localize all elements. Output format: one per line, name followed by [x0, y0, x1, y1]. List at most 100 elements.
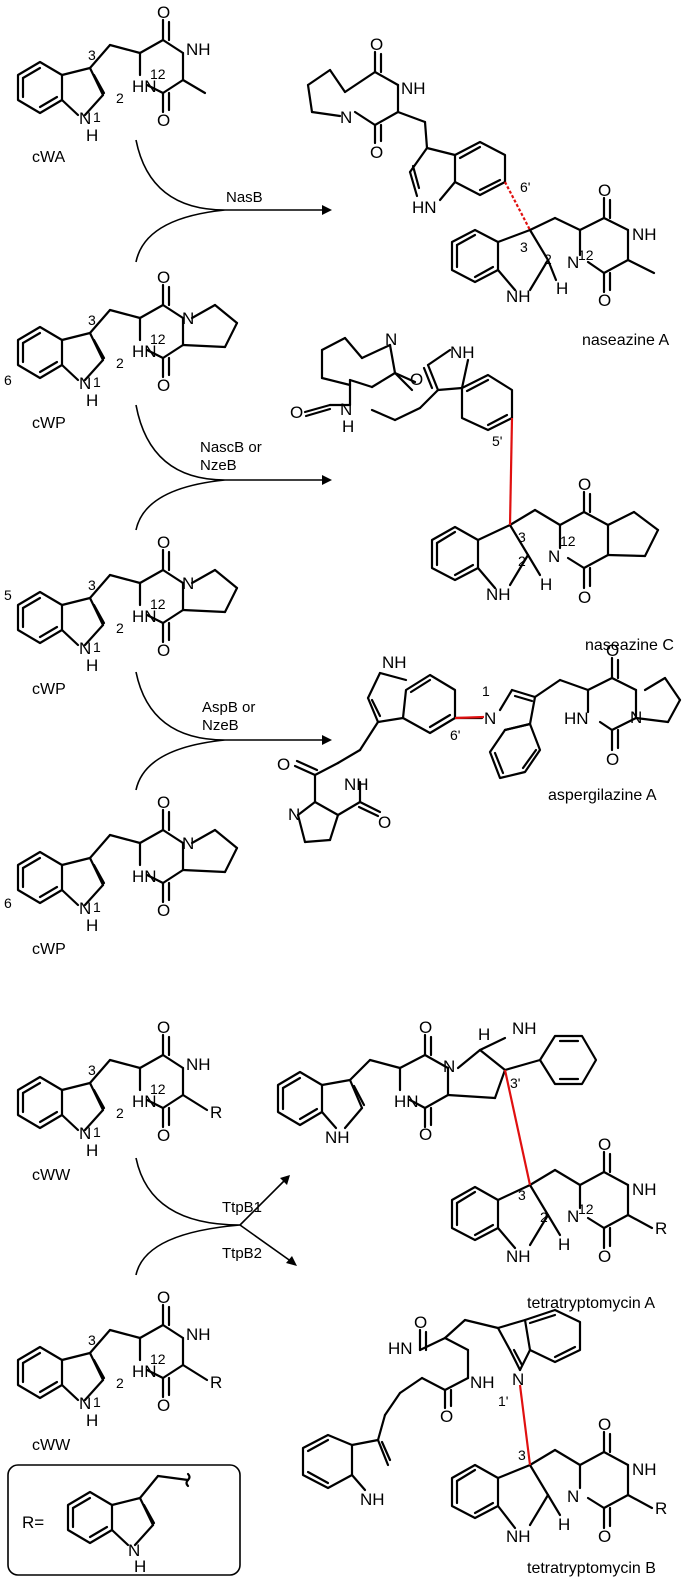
reaction-arrow — [239, 1224, 293, 1263]
atom-nh: NH — [382, 653, 407, 672]
locant: 1 — [93, 374, 101, 390]
new-bond — [503, 1069, 532, 1186]
atom-nh: NH — [512, 1019, 537, 1038]
atom-n: N — [443, 1057, 455, 1076]
atom-o: O — [157, 641, 170, 660]
atom-nh: NH — [401, 79, 426, 98]
locant: 3 — [88, 577, 96, 593]
locant: 3 — [518, 1187, 526, 1203]
atom-r: R — [210, 1103, 222, 1122]
atom-o: O — [157, 111, 170, 130]
atom-hn: HN — [132, 1362, 157, 1381]
enzyme-label: NascB or — [200, 439, 262, 456]
locant: 2 — [116, 1375, 124, 1391]
locant: 3' — [510, 1075, 520, 1091]
arrowhead — [280, 1175, 290, 1185]
atom-h: H — [86, 916, 98, 935]
locant: 1 — [93, 1124, 101, 1140]
combine-arc — [135, 671, 226, 791]
label-cwp: cWP — [32, 941, 66, 958]
atom-n: N — [512, 1370, 524, 1389]
atom-nh: NH — [506, 1527, 531, 1546]
cww-structure — [16, 1033, 209, 1132]
atom-o: O — [578, 588, 591, 607]
atom-nh: NH — [632, 1460, 657, 1479]
atom-n: N — [484, 709, 496, 728]
atom-nh: NH — [506, 287, 531, 306]
atom-n: N — [567, 1487, 579, 1506]
atom-hn: HN — [132, 1092, 157, 1111]
atom-o: O — [598, 1415, 611, 1434]
locant: 6' — [450, 727, 460, 743]
atom-o: O — [440, 1407, 453, 1426]
atom-n: N — [79, 374, 91, 393]
locant: 6 — [4, 372, 12, 388]
atom-o: O — [277, 755, 290, 774]
locant: 12 — [578, 1201, 594, 1217]
atom-h: H — [540, 575, 552, 594]
atom-o: O — [157, 1396, 170, 1415]
new-bond — [508, 417, 514, 526]
atom-nh: NH — [450, 343, 475, 362]
atom-h: H — [558, 1235, 570, 1254]
arrowhead — [322, 475, 332, 485]
atom-o: O — [370, 143, 383, 162]
cwp-structure — [16, 808, 239, 907]
locant: 12 — [150, 331, 166, 347]
atom-h: H — [478, 1025, 490, 1044]
atom-o: O — [370, 35, 383, 54]
atom-o: O — [598, 1135, 611, 1154]
enzyme-label: NzeB — [202, 717, 239, 734]
atom-o: O — [157, 1018, 170, 1037]
locant: 3 — [88, 312, 96, 328]
atom-hn: HN — [132, 77, 157, 96]
r-group-box — [7, 1464, 241, 1576]
atom-nh: NH — [186, 1055, 211, 1074]
combine-arc — [135, 139, 226, 263]
atom-n: N — [79, 1394, 91, 1413]
combine-arc — [135, 404, 226, 531]
atom-o: O — [414, 1313, 427, 1332]
atom-r: R — [655, 1219, 667, 1238]
atom-nh: NH — [186, 1325, 211, 1344]
atom-o: O — [410, 370, 423, 389]
atom-hn: HN — [132, 607, 157, 626]
atom-n: N — [288, 805, 300, 824]
locant: 2 — [116, 620, 124, 636]
locant: 6 — [4, 895, 12, 911]
atom-r: R — [655, 1499, 667, 1518]
locant: 2 — [540, 1209, 548, 1225]
reaction-arrow — [239, 1179, 286, 1226]
locant: 3 — [518, 529, 526, 545]
locant: 12 — [578, 247, 594, 263]
locant: 1 — [93, 639, 101, 655]
atom-o: O — [157, 533, 170, 552]
atom-h: H — [86, 391, 98, 410]
label-cww: cWW — [32, 1437, 71, 1454]
atom-nh: NH — [360, 1490, 385, 1509]
atom-o: O — [157, 1126, 170, 1145]
atom-hn: HN — [132, 342, 157, 361]
label-naseazine-c: naseazine C — [585, 637, 674, 654]
atom-nh: NH — [325, 1128, 350, 1147]
atom-o: O — [157, 793, 170, 812]
atom-n: N — [79, 109, 91, 128]
locant: 1' — [498, 1393, 508, 1409]
atom-n: N — [548, 547, 560, 566]
locant: 2 — [116, 355, 124, 371]
aspergilazine-a-structure — [293, 656, 682, 844]
atom-h: H — [86, 1411, 98, 1430]
atom-h: H — [558, 1515, 570, 1534]
locant: 6' — [520, 179, 530, 195]
atom-hn: HN — [132, 867, 157, 886]
new-bond — [504, 181, 531, 231]
atom-n: N — [182, 309, 194, 328]
cwa-structure — [16, 18, 207, 117]
r-group-structure — [66, 1472, 191, 1547]
atom-n: N — [79, 899, 91, 918]
locant: 2 — [518, 553, 526, 569]
naseazine-a-structure — [306, 50, 656, 294]
atom-o: O — [157, 1288, 170, 1307]
atom-nh: NH — [470, 1373, 495, 1392]
atom-nh: NH — [632, 1180, 657, 1199]
